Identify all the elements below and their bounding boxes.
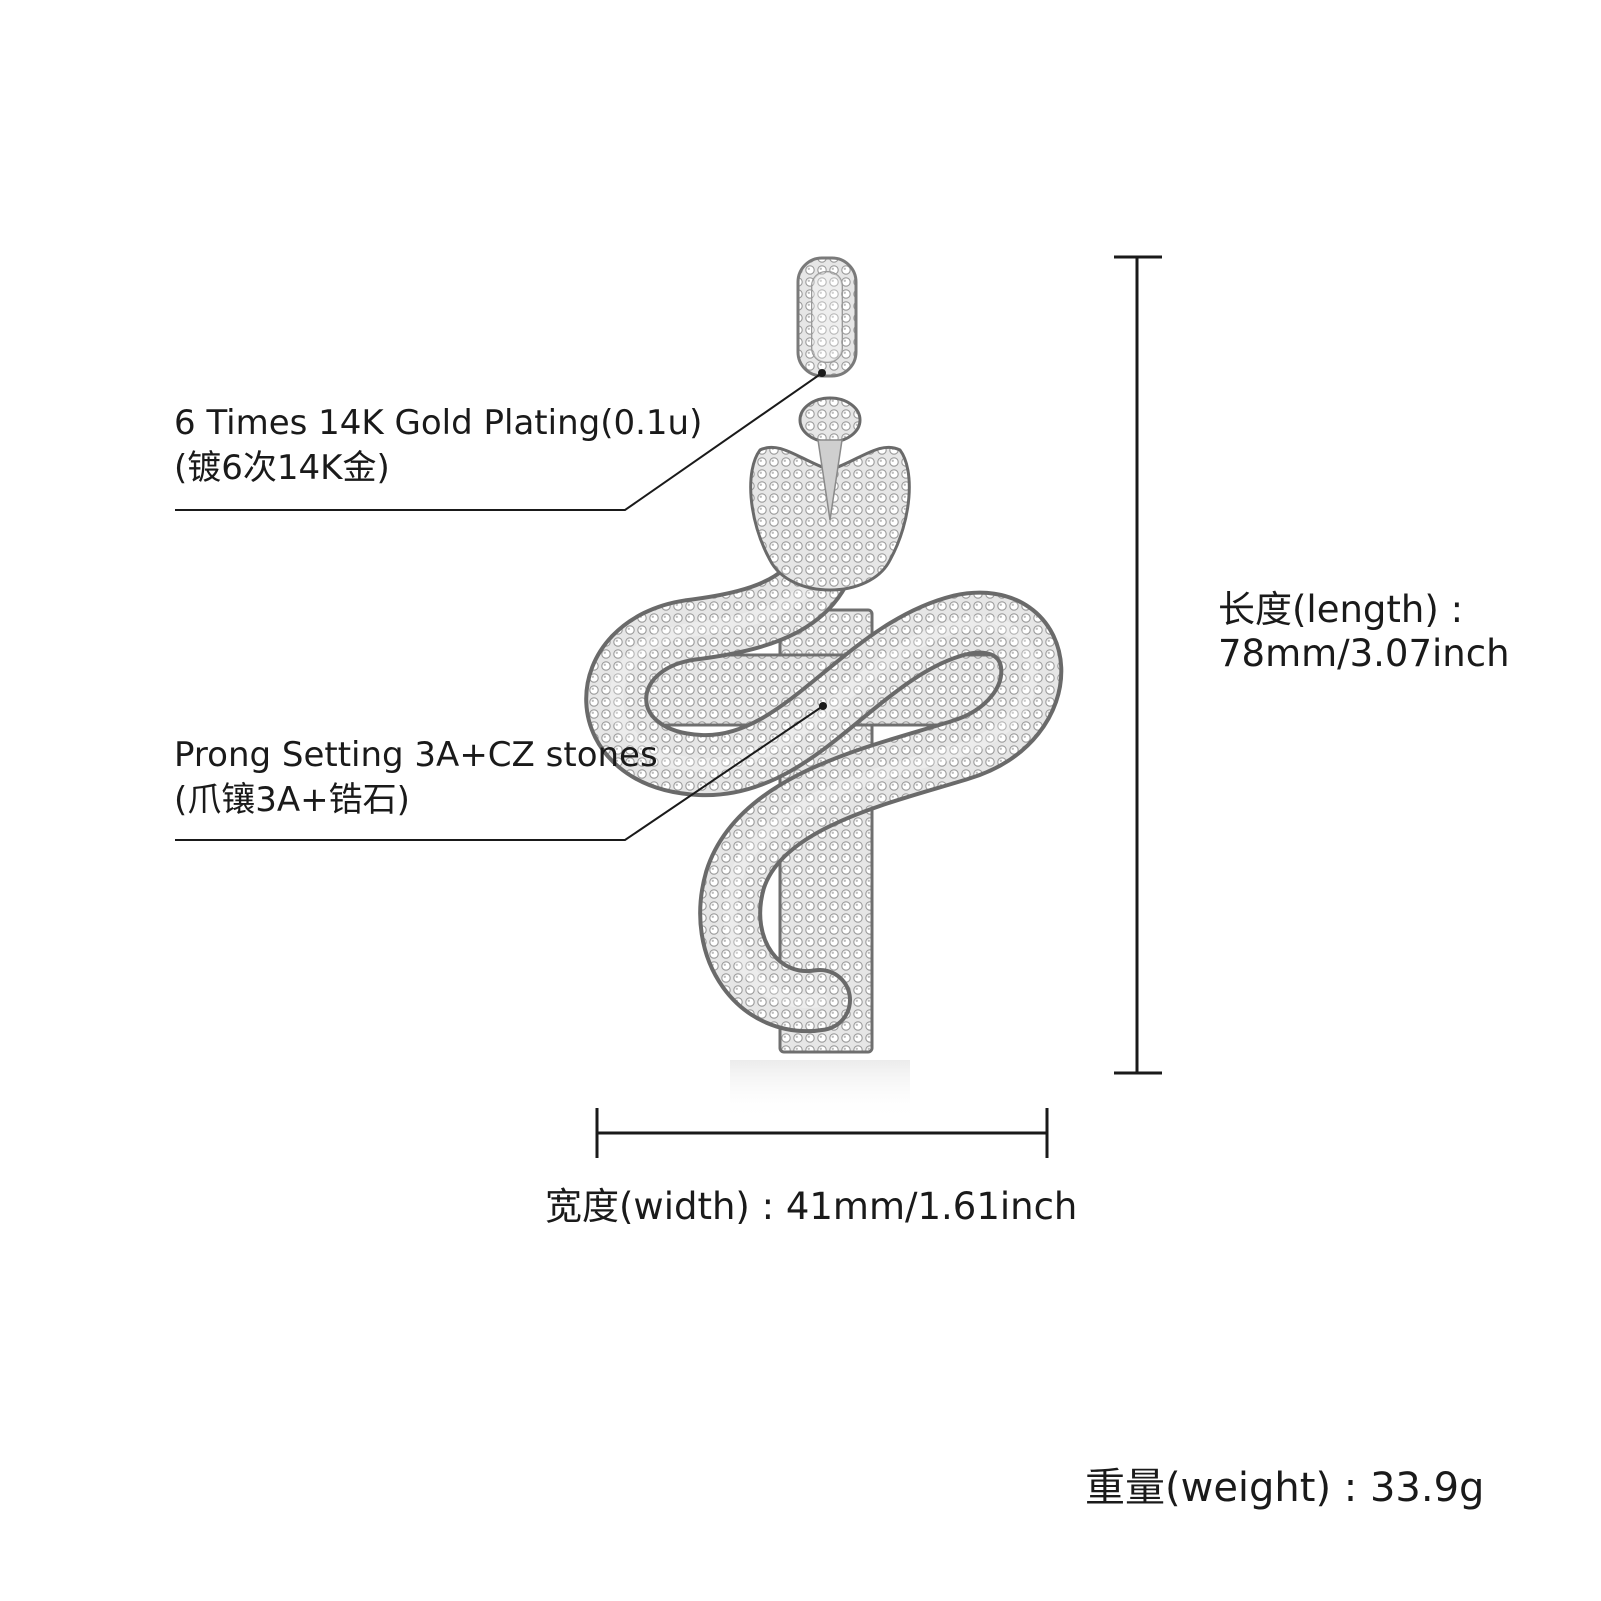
setting-leader-line xyxy=(175,702,827,841)
plating-callout-line2: (镀6次14K金) xyxy=(174,448,390,488)
weight-text: 重量(weight) : 33.9g xyxy=(1085,1465,1485,1511)
length-value: 78mm/3.07inch xyxy=(1218,632,1510,675)
plating-callout-line1: 6 Times 14K Gold Plating(0.1u) xyxy=(174,403,703,443)
plating-leader-line xyxy=(175,369,826,511)
pendant-cobra xyxy=(584,493,1064,1034)
length-dimension-line xyxy=(1114,255,1162,1075)
width-text: 宽度(width) : 41mm/1.61inch xyxy=(545,1185,1078,1228)
setting-callout-line2: (爪镶3A+锆石) xyxy=(174,780,410,820)
pendant-reflection xyxy=(730,1060,910,1120)
length-label: 长度(length) : xyxy=(1218,588,1464,631)
setting-callout-line1: Prong Setting 3A+CZ stones xyxy=(174,735,658,775)
pendant-bail xyxy=(796,256,858,378)
width-dimension-line xyxy=(595,1108,1049,1158)
pendant-cobra-head xyxy=(749,396,911,592)
